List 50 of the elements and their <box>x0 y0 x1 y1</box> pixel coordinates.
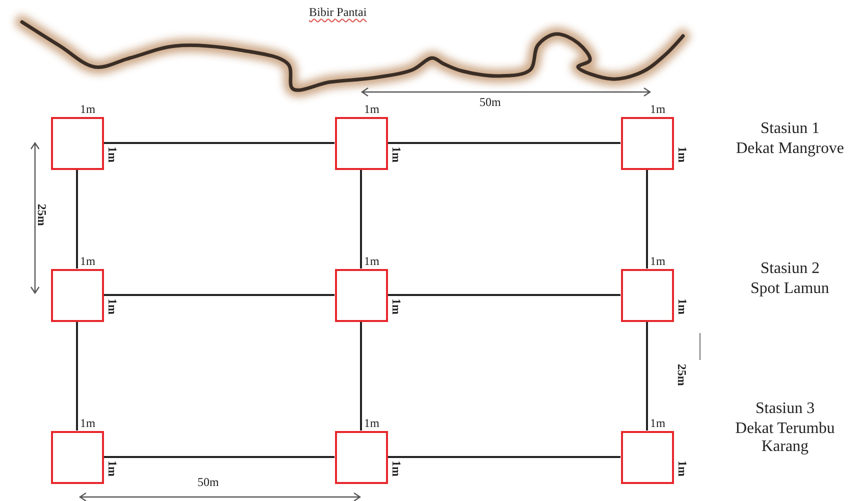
dimension-label: 25m <box>674 364 688 386</box>
station-label: Stasiun 1 <box>760 120 820 138</box>
size-label: 1m <box>364 254 380 268</box>
place-label: Bibir Pantai <box>309 6 367 20</box>
station-label: Stasiun 2 <box>760 260 820 278</box>
size-label: 1m <box>80 102 96 116</box>
transect-line <box>104 456 334 458</box>
quadrat-square <box>334 430 388 484</box>
dimension-label: 50m <box>480 96 501 110</box>
size-label: 1m <box>676 298 688 314</box>
quadrat-square <box>50 116 104 170</box>
size-label: 1m <box>80 416 96 430</box>
size-label: 1m <box>80 254 96 268</box>
quadrat-square <box>620 116 674 170</box>
transect-line <box>104 142 334 144</box>
transect-line <box>388 456 620 458</box>
transect-line <box>646 322 648 430</box>
size-label: 1m <box>106 146 118 162</box>
quadrat-square <box>50 430 104 484</box>
size-label: 1m <box>364 416 380 430</box>
size-label: 1m <box>676 146 688 162</box>
transect-line <box>646 170 648 268</box>
size-label: 1m <box>390 146 402 162</box>
dimension-label: 50m <box>198 476 219 490</box>
quadrat-square <box>620 268 674 322</box>
quadrat-square <box>334 116 388 170</box>
station-label: Dekat Terumbu Karang <box>734 420 836 457</box>
station-label: Dekat Mangrove <box>736 140 844 158</box>
transect-line <box>76 170 78 268</box>
size-label: 1m <box>106 460 118 476</box>
quadrat-square <box>50 268 104 322</box>
transect-line <box>388 142 620 144</box>
size-label: 1m <box>650 416 666 430</box>
size-label: 1m <box>676 460 688 476</box>
dimension-label: 25m <box>34 204 48 226</box>
size-label: 1m <box>650 102 666 116</box>
station-label: Stasiun 3 <box>756 400 815 418</box>
transect-line <box>104 294 334 296</box>
transect-line <box>388 294 620 296</box>
size-label: 1m <box>364 102 380 116</box>
size-label: 1m <box>390 298 402 314</box>
quadrat-square <box>620 430 674 484</box>
station-label: Spot Lamun <box>750 280 830 298</box>
size-label: 1m <box>390 460 402 476</box>
size-label: 1m <box>106 298 118 314</box>
quadrat-square <box>334 268 388 322</box>
transect-line <box>360 322 362 430</box>
transect-line <box>360 170 362 268</box>
transect-line <box>76 322 78 430</box>
size-label: 1m <box>650 254 666 268</box>
